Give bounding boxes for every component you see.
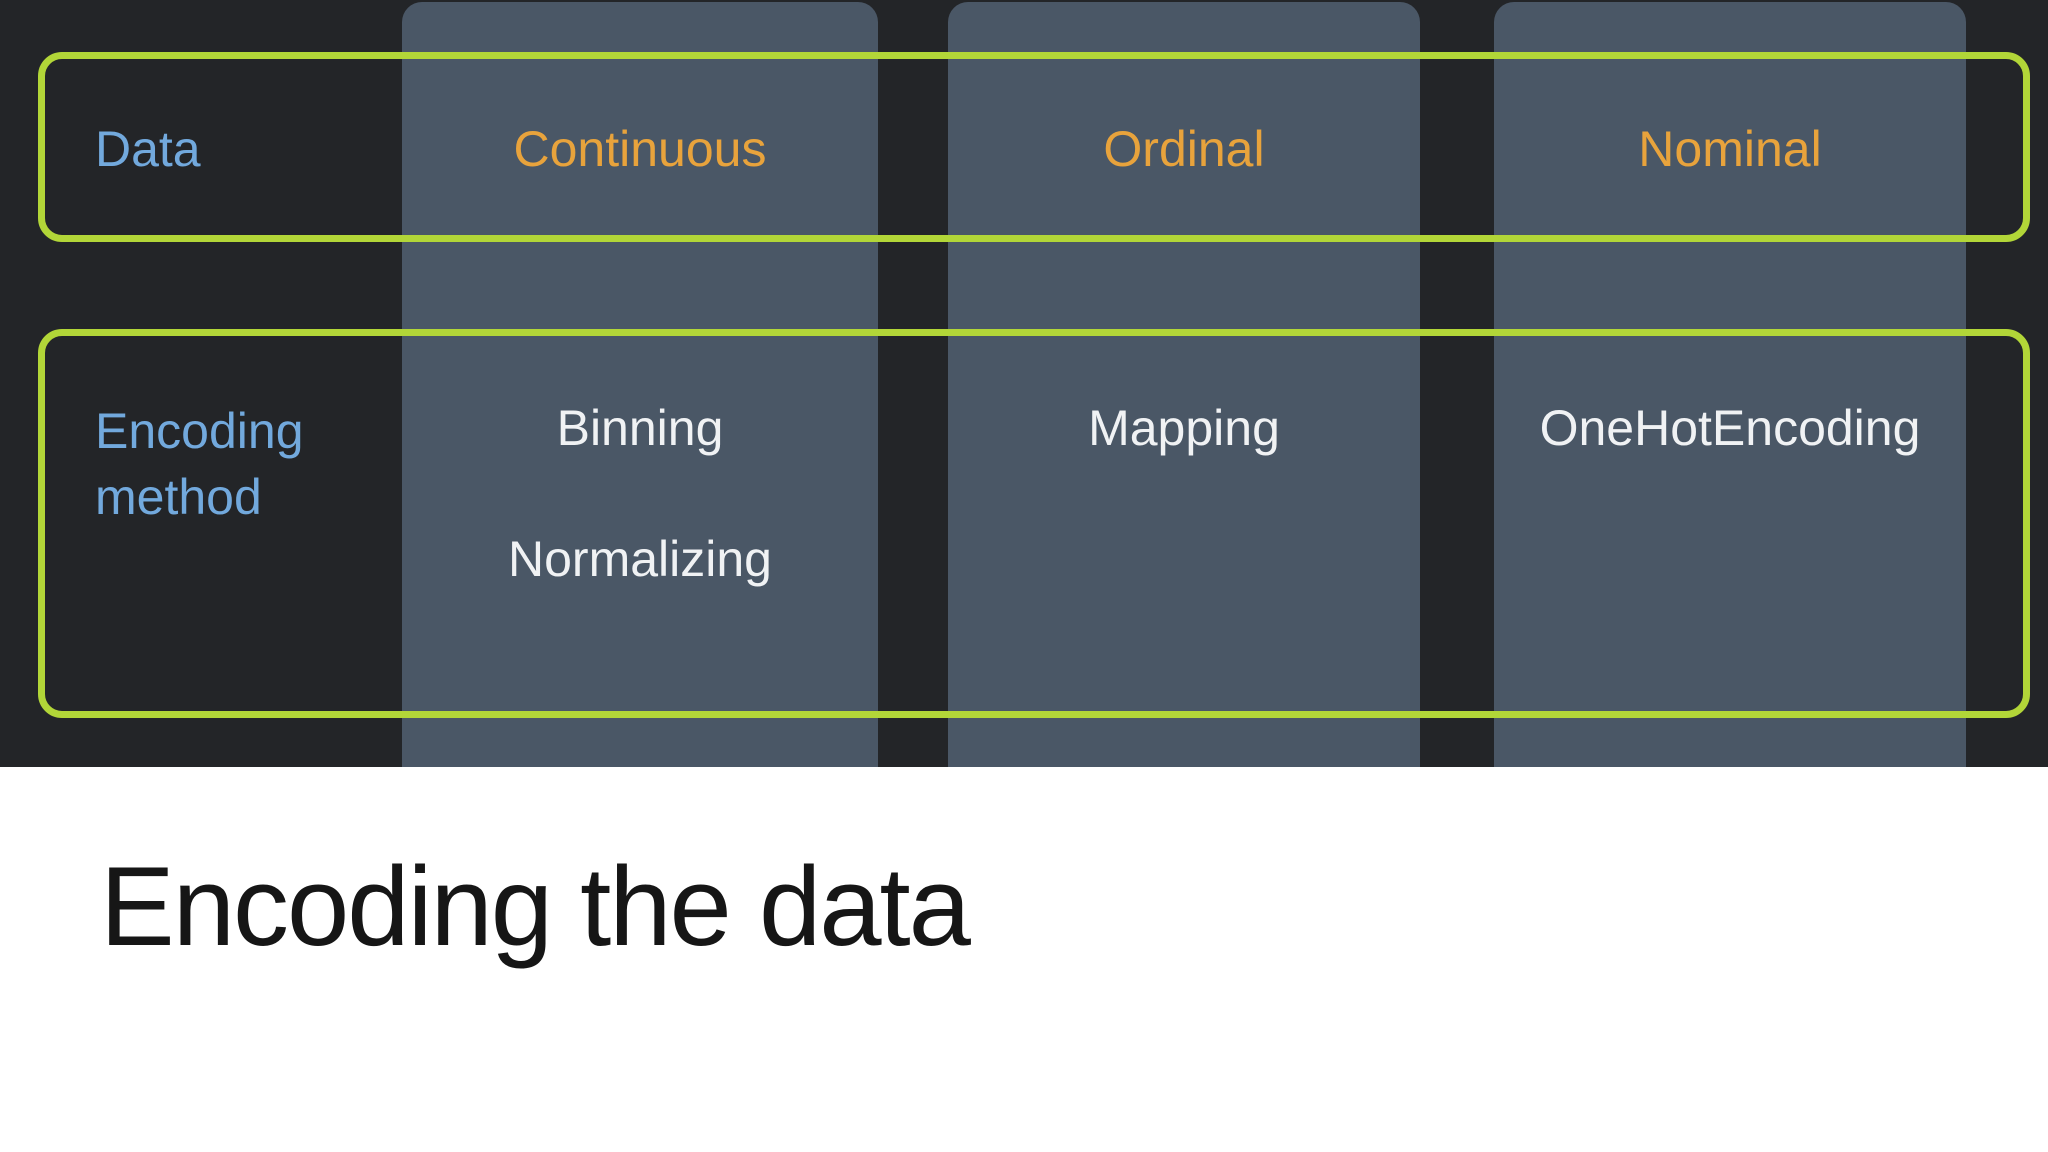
slide-title: Encoding the data (100, 844, 971, 969)
column-bg-continuous (402, 2, 878, 767)
method-mapping: Mapping (1088, 400, 1280, 456)
row-label-encoding-method-line2: method (95, 469, 262, 525)
table-panel: Data Continuous Ordinal Nominal Encoding… (0, 0, 2048, 767)
column-header-ordinal: Ordinal (1103, 121, 1265, 177)
method-binning: Binning (556, 400, 724, 456)
data-row-outline (38, 52, 2030, 242)
method-normalizing: Normalizing (508, 531, 772, 587)
column-bg-nominal (1494, 2, 1966, 767)
row-label-encoding-method-line1: Encoding (95, 403, 304, 459)
column-header-continuous: Continuous (513, 121, 767, 177)
column-header-nominal: Nominal (1638, 121, 1822, 177)
row-label-encoding-method: Encoding method (95, 398, 304, 530)
method-row-outline (38, 329, 2030, 718)
column-bg-ordinal (948, 2, 1420, 767)
row-label-data: Data (95, 121, 201, 177)
method-onehotencoding: OneHotEncoding (1539, 400, 1921, 456)
